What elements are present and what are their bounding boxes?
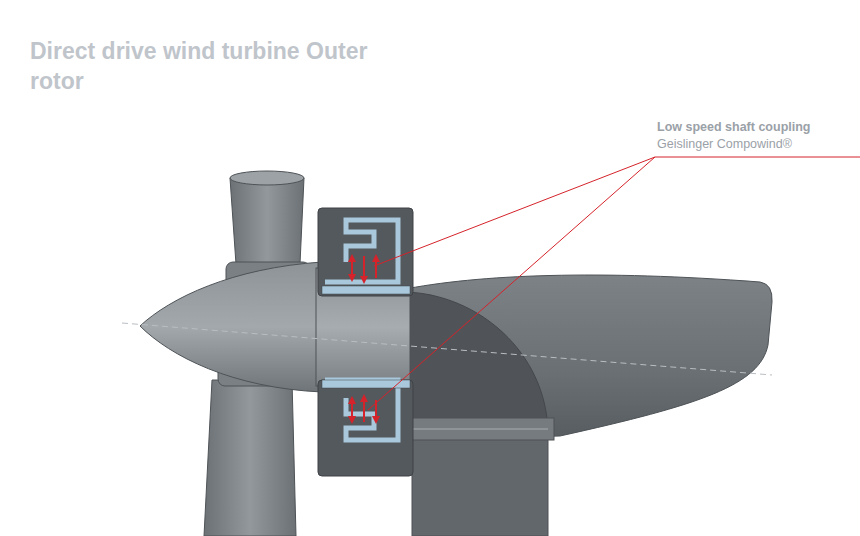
callout-label: Geislinger Compowind® xyxy=(655,136,794,153)
nacelle xyxy=(400,275,772,440)
leader-lines xyxy=(368,157,860,410)
coupling-force-arrows xyxy=(352,256,376,422)
callout-label: Low speed shaft coupling xyxy=(655,119,812,136)
diagram-title: Direct drive wind turbine Outer rotor xyxy=(30,36,375,96)
rotation-axis xyxy=(122,323,772,375)
tower xyxy=(406,418,554,536)
